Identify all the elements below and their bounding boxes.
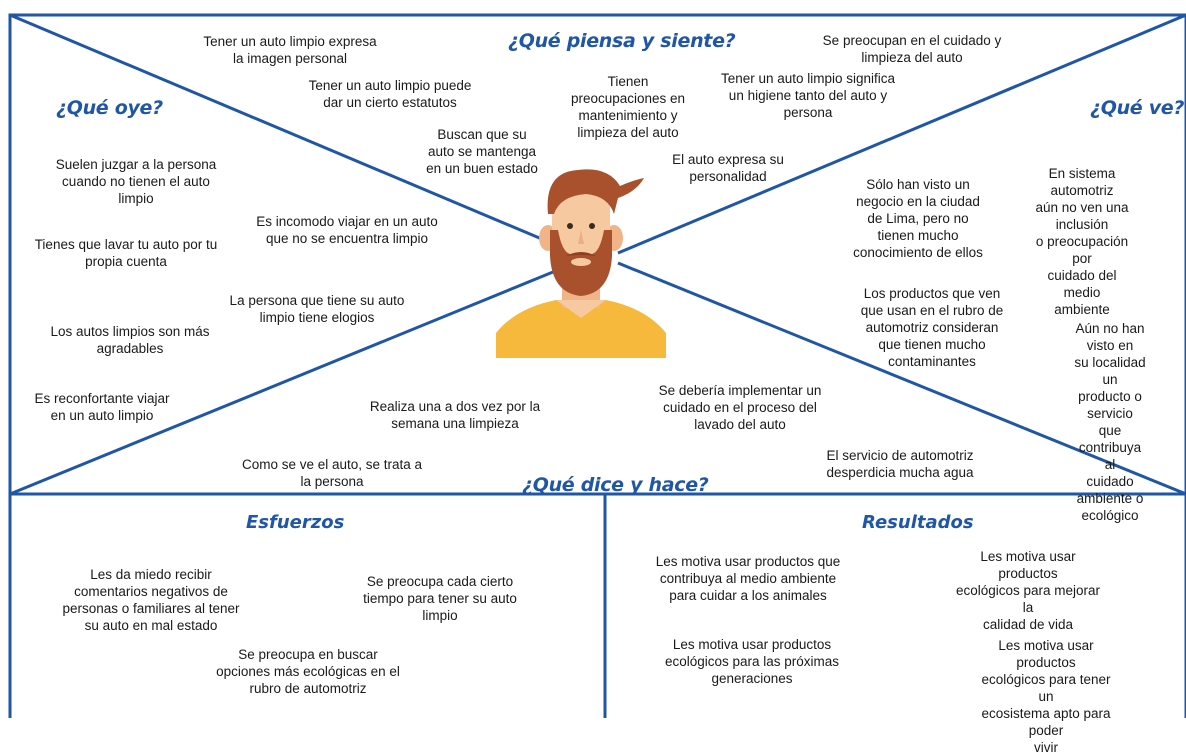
diagonal-top-right bbox=[617, 13, 1186, 255]
note-piensa-3: Buscan que su auto se mantenga en un bue… bbox=[426, 127, 538, 176]
note-piensa-1: Tener un auto limpio expresa la imagen p… bbox=[203, 34, 377, 66]
note-piensa-5: Tener un auto limpio significa un higien… bbox=[720, 71, 896, 120]
note-esfuerzos-2: Se preocupa cada cierto tiempo para tene… bbox=[363, 574, 517, 623]
note-ve-1: Sólo han visto un negocio en la ciudad d… bbox=[853, 177, 983, 260]
map-border bbox=[8, 13, 1186, 718]
section-title-esfuerzos: Esfuerzos bbox=[246, 512, 345, 533]
diagonal-top-left bbox=[9, 13, 576, 255]
note-dice-2: Se debería implementar un cuidado en el … bbox=[658, 383, 822, 432]
empathy-map: ¿Qué piensa y siente? ¿Qué oye? ¿Qué ve?… bbox=[8, 13, 1186, 755]
heading-que-piensa-y-siente: ¿Qué piensa y siente? bbox=[508, 30, 736, 52]
note-dice-1: Realiza una a dos vez por la semana una … bbox=[369, 399, 541, 431]
note-resultados-4: Les motiva usar productos ecológicos par… bbox=[981, 638, 1111, 755]
note-esfuerzos-1: Les da miedo recibir comentarios negativ… bbox=[62, 567, 240, 633]
note-resultados-3: Les motiva usar productos ecológicos par… bbox=[664, 637, 840, 686]
note-oye-6: Es reconfortante viajar en un auto limpi… bbox=[34, 391, 170, 423]
section-title-resultados: Resultados bbox=[862, 512, 974, 533]
heading-que-ve: ¿Qué ve? bbox=[1090, 97, 1185, 119]
note-ve-4: Aún no han visto en su localidad un prod… bbox=[1074, 321, 1146, 523]
note-piensa-4: Tienen preocupaciones en mantenimiento y… bbox=[570, 74, 686, 140]
note-oye-4: La persona que tiene su auto limpio tien… bbox=[229, 293, 405, 325]
bearded-man-avatar-icon bbox=[496, 169, 666, 358]
diagonal-bottom-left bbox=[9, 261, 576, 496]
note-oye-3: Tienes que lavar tu auto por tu propia c… bbox=[34, 237, 218, 269]
note-piensa-2: Tener un auto limpio puede dar un cierto… bbox=[308, 78, 472, 110]
heading-que-dice-y-hace: ¿Qué dice y hace? bbox=[522, 474, 709, 496]
note-piensa-6: El auto expresa su personalidad bbox=[672, 152, 784, 184]
note-oye-2: Es incomodo viajar en un auto que no se … bbox=[256, 214, 438, 246]
note-piensa-7: Se preocupan en el cuidado y limpieza de… bbox=[822, 33, 1002, 65]
diagonal-bottom-right bbox=[617, 261, 1186, 496]
note-dice-4: El servicio de automotriz desperdicia mu… bbox=[826, 448, 974, 480]
note-ve-2: En sistema automotriz aún no ven una inc… bbox=[1035, 166, 1129, 317]
map-grid-lines bbox=[8, 13, 1186, 718]
note-resultados-2: Les motiva usar productos ecológicos par… bbox=[955, 549, 1101, 632]
note-resultados-1: Les motiva usar productos que contribuya… bbox=[655, 554, 841, 603]
note-oye-1: Suelen juzgar a la persona cuando no tie… bbox=[55, 157, 217, 206]
note-oye-5: Los autos limpios son más agradables bbox=[50, 324, 210, 356]
note-ve-3: Los productos que ven que usan en el rub… bbox=[860, 286, 1004, 369]
heading-que-oye: ¿Qué oye? bbox=[56, 97, 163, 119]
note-dice-3: Como se ve el auto, se trata a la person… bbox=[241, 457, 423, 489]
note-esfuerzos-3: Se preocupa en buscar opciones más ecoló… bbox=[216, 647, 400, 696]
